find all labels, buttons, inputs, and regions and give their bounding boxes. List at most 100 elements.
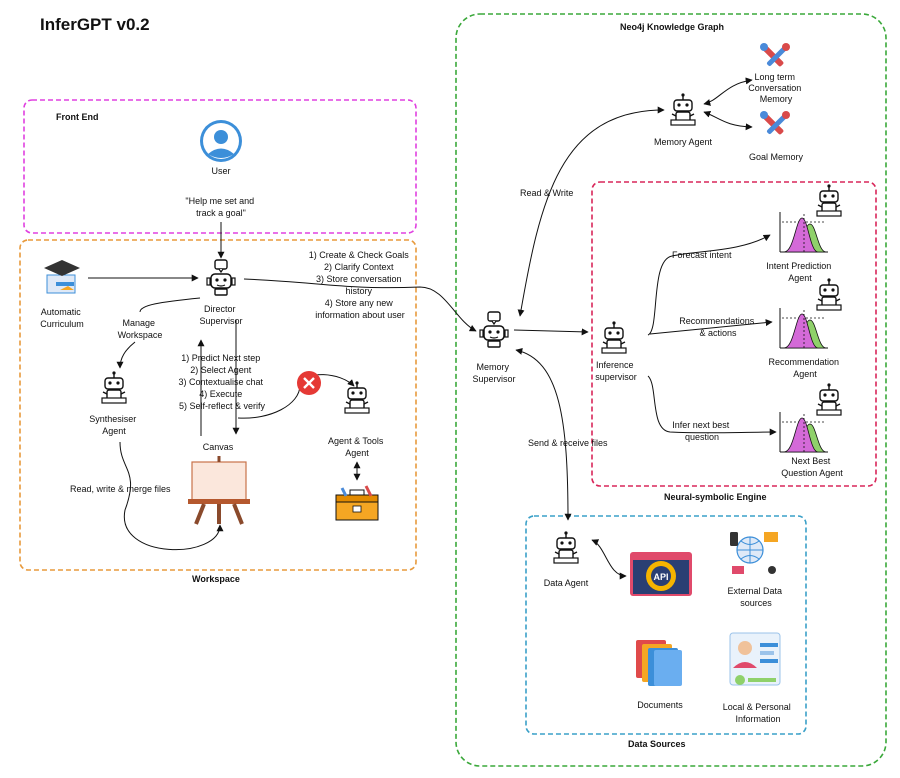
long-term-memory-line: Conversation — [748, 83, 801, 93]
goals-step-line: 3) Store conversation — [316, 274, 402, 284]
forecast-intent-arrow — [647, 234, 771, 336]
synthesiser-label-line: Agent — [102, 426, 126, 436]
recommendation-agent-label: Recommendation Agent — [768, 357, 841, 379]
predict-steps-label: 1) Predict Next step 2) Select Agent 3) … — [178, 353, 265, 411]
documents-icon — [636, 640, 682, 686]
close-icon — [297, 371, 321, 395]
long-term-memory-tools-icon — [760, 43, 790, 68]
next-question-agent-label: Next Best Question Agent — [781, 456, 843, 478]
infer-next-label: Infer next best question — [672, 420, 732, 442]
workspace-label: Workspace — [192, 574, 240, 584]
neo4j-label: Neo4j Knowledge Graph — [620, 22, 724, 32]
agent-tools-label-line: Agent — [345, 448, 369, 458]
agent-tools-icon — [344, 380, 370, 414]
manage-workspace-label: Manage Workspace — [118, 318, 163, 340]
intent-distribution-chart-icon — [779, 211, 829, 253]
long-term-memory-label: Long term Conversation Memory — [748, 72, 804, 104]
local-info-line: Information — [735, 714, 780, 724]
user-quote-line: "Help me set and — [185, 196, 254, 206]
director-supervisor-label: Director Supervisor — [199, 304, 242, 326]
external-data-line: sources — [740, 598, 772, 608]
inference-supervisor-line: supervisor — [595, 372, 637, 382]
intent-agent-icon — [816, 183, 842, 217]
forecast-intent-label: Forecast intent — [672, 250, 732, 260]
goal-memory-label: Goal Memory — [749, 152, 804, 162]
recommendations-line: & actions — [699, 328, 737, 338]
goals-step-line: 1) Create & Check Goals — [309, 250, 410, 260]
director-label-line: Director — [204, 304, 236, 314]
inference-supervisor-label: Inference supervisor — [595, 360, 637, 382]
goals-step-line: history — [345, 286, 372, 296]
data-agent-to-api-arrow — [591, 539, 627, 580]
external-data-label: External Data sources — [727, 586, 784, 608]
memory-to-longterm-arrow — [703, 77, 753, 106]
canvas-easel-icon — [188, 456, 250, 525]
globe-icon — [730, 532, 778, 574]
predict-step-line: 5) Self-reflect & verify — [179, 401, 266, 411]
goals-step-line: 4) Store any new — [325, 298, 394, 308]
data-agent-icon — [553, 530, 579, 564]
recommendation-distribution-chart-icon — [779, 307, 829, 349]
infer-next-line: Infer next best — [672, 420, 730, 430]
synthesiser-to-canvas-arrow — [119, 441, 224, 551]
documents-label: Documents — [637, 700, 683, 710]
director-to-memory-arrow — [243, 278, 477, 332]
goals-step-line: information about user — [315, 310, 405, 320]
memory-supervisor-line: Memory — [476, 362, 509, 372]
inference-supervisor-icon — [601, 320, 627, 354]
goals-step-line: 2) Clarify Context — [324, 262, 394, 272]
recommendations-line: Recommendations — [679, 316, 755, 326]
neural-engine-label: Neural-symbolic Engine — [664, 492, 767, 502]
intent-agent-label: Intent Prediction Agent — [766, 261, 834, 283]
user-quote-line: track a goal" — [196, 208, 246, 218]
curriculum-label-line: Curriculum — [40, 319, 84, 329]
curriculum-label-line: Automatic — [41, 307, 82, 317]
personal-info-icon — [729, 632, 781, 686]
memory-to-inference-arrow — [513, 328, 589, 336]
predict-step-line: 2) Select Agent — [190, 365, 252, 375]
read-write-merge-label: Read, write & merge files — [70, 484, 171, 494]
goals-steps-label: 1) Create & Check Goals 2) Clarify Conte… — [309, 250, 412, 320]
inference-supervisor-line: Inference — [596, 360, 634, 370]
director-to-synthesiser-arrow — [139, 297, 201, 313]
predict-step-line: 1) Predict Next step — [181, 353, 260, 363]
send-receive-label: Send & receive files — [528, 438, 608, 448]
external-data-line: External Data — [727, 586, 782, 596]
agent-tools-label-line: Agent & Tools — [328, 436, 384, 446]
data-sources-group — [525, 515, 807, 735]
memory-supervisor-line: Supervisor — [472, 374, 515, 384]
user-avatar-icon — [200, 120, 242, 162]
data-sources-label: Data Sources — [628, 739, 686, 749]
automatic-curriculum-label: Automatic Curriculum — [40, 307, 84, 329]
predict-step-line: 3) Contextualise chat — [178, 377, 263, 387]
infer-next-arrow — [647, 375, 777, 436]
memory-supervisor-label: Memory Supervisor — [472, 362, 515, 384]
recommendation-agent-line: Recommendation — [768, 357, 839, 367]
agent-tools-label: Agent & Tools Agent — [328, 436, 386, 458]
recommendation-agent-line: Agent — [793, 369, 817, 379]
manage-workspace-line: Manage — [122, 318, 155, 328]
neural-engine-group — [591, 181, 877, 487]
recommendations-label: Recommendations & actions — [679, 316, 757, 338]
infer-next-line: question — [685, 432, 719, 442]
neo4j-group — [455, 13, 887, 767]
synthesiser-label-line: Synthesiser — [89, 414, 136, 424]
intent-agent-line: Agent — [788, 273, 812, 283]
director-label-line: Supervisor — [199, 316, 242, 326]
next-question-agent-line: Question Agent — [781, 468, 843, 478]
data-agent-label: Data Agent — [544, 578, 589, 588]
api-icon-text: API — [653, 572, 668, 582]
graduation-cap-icon — [44, 260, 80, 294]
front-end-group — [23, 99, 417, 234]
intent-agent-line: Intent Prediction — [766, 261, 831, 271]
user-quote: "Help me set and track a goal" — [185, 196, 256, 218]
local-info-line: Local & Personal — [723, 702, 791, 712]
next-question-agent-line: Next Best — [791, 456, 831, 466]
front-end-label: Front End — [56, 112, 99, 122]
synthesiser-agent-icon — [101, 370, 127, 404]
recommendation-agent-icon — [816, 277, 842, 311]
memory-agent-icon — [670, 92, 696, 126]
send-receive-arrow — [515, 347, 572, 521]
synthesiser-agent-label: Synthesiser Agent — [89, 414, 139, 436]
